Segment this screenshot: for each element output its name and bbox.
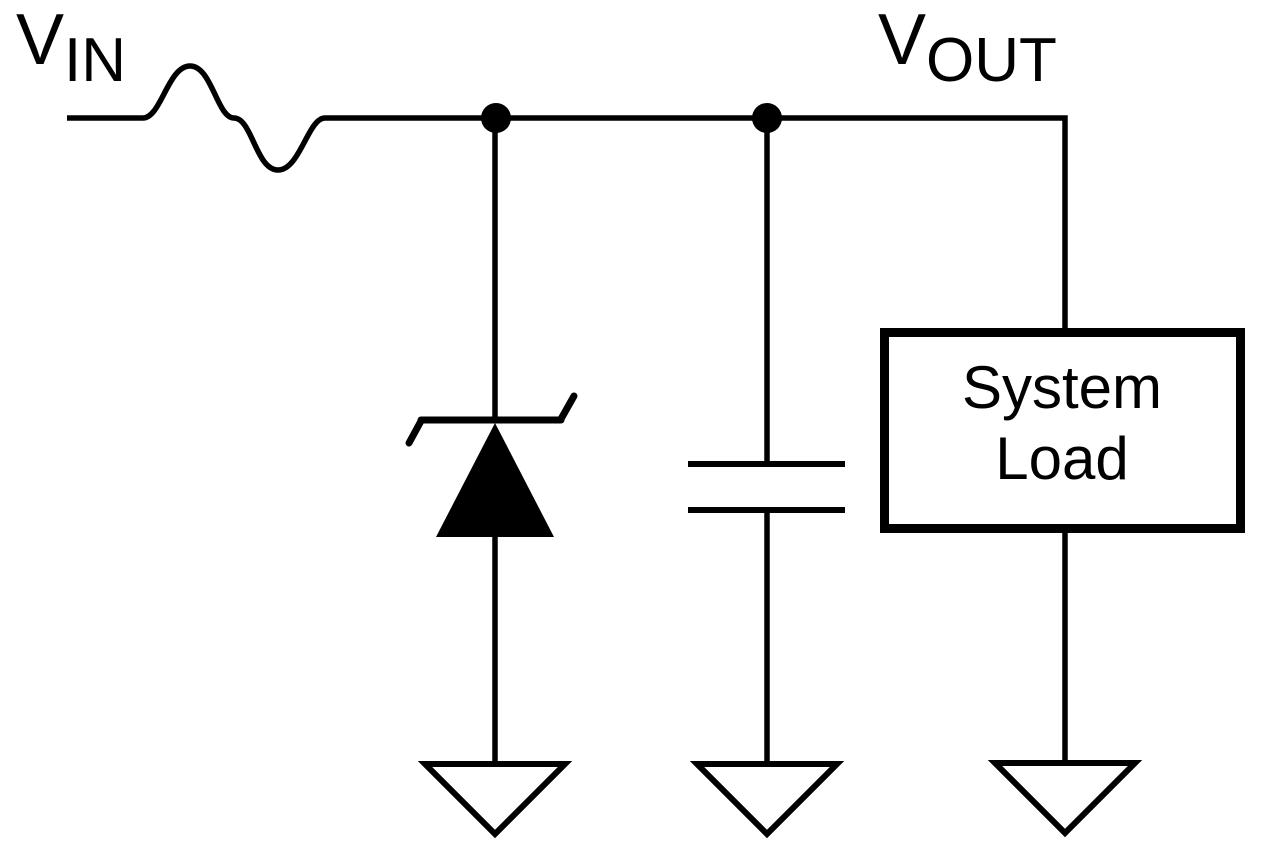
ground-symbol — [987, 760, 1143, 838]
vin-label-subscript: IN — [64, 26, 126, 95]
tvs-diode — [405, 118, 578, 839]
vin-rail-wire — [67, 63, 1068, 328]
vin-label-base: V — [16, 0, 64, 80]
tvs-diode-cathode-right-bend — [557, 392, 578, 423]
tvs-diode-triangle — [436, 423, 554, 537]
capacitor — [688, 118, 845, 839]
vout-label-base: V — [878, 0, 926, 80]
system-load: System Load — [880, 328, 1245, 838]
vout-label: VOUT — [878, 0, 1057, 95]
system-load-label-line1: System — [962, 354, 1162, 421]
vout-label-subscript: OUT — [926, 26, 1057, 95]
system-load-label-line2: Load — [995, 425, 1128, 492]
vin-label: VIN — [16, 0, 126, 95]
tvs-diode-cathode-left-bend — [405, 417, 425, 447]
ground-symbol — [689, 761, 845, 839]
system-load-box — [880, 328, 1245, 533]
ground-symbol — [417, 761, 573, 839]
